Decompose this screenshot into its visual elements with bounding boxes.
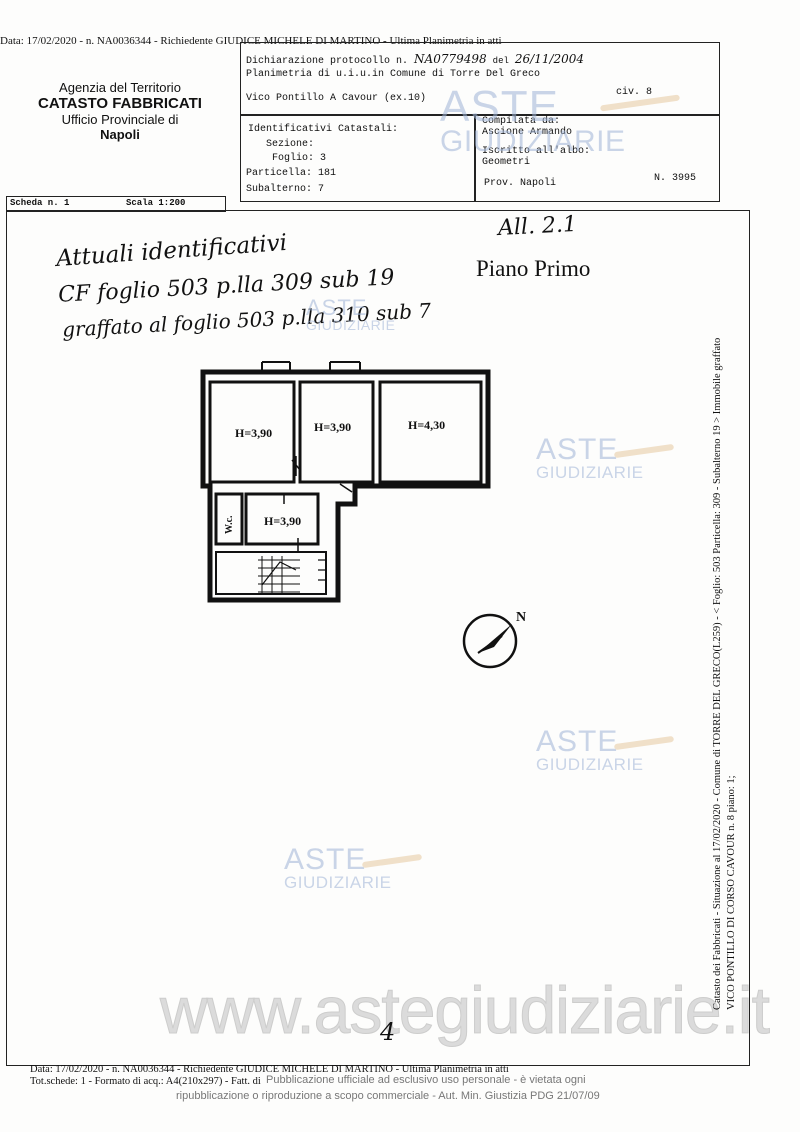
agency-block: Agenzia del Territorio CATASTO FABBRICAT… [30, 80, 210, 142]
n-label: N. [654, 173, 667, 184]
site-watermark: www.astegiudiziarie.it [160, 973, 771, 1048]
identifiers-box [240, 114, 476, 202]
watermark-giudiziarie: GIUDIZIARIE [536, 462, 644, 482]
watermark-aste: ASTE [536, 433, 619, 466]
watermark-giudiziarie: GIUDIZIARIE [536, 754, 644, 774]
aste-watermark: ASTE GIUDIZIARIE [440, 82, 681, 158]
subalterno-value: 7 [318, 184, 325, 195]
compass-north-label: N [516, 610, 527, 625]
address-line: Vico Pontillo A Cavour (ex.10) [246, 93, 427, 104]
albo-value: Geometri [482, 157, 531, 168]
watermark-aste: ASTE [306, 295, 368, 320]
plan-line: Planimetria di u.i.u.in Comune di Torre … [246, 69, 541, 80]
ufficio-city: Napoli [100, 127, 140, 142]
foglio-label: Foglio: [272, 153, 315, 164]
civic-number: civ. 8 [616, 87, 653, 98]
particella-value: 181 [318, 168, 337, 179]
drawing-frame [6, 210, 750, 1066]
protocol-line: Dichiarazione protocollo n. NA0779498 de… [246, 52, 584, 67]
protocol-label: Dichiarazione protocollo n. [246, 56, 409, 67]
room-2-walls [298, 380, 375, 484]
particella-label: Particella: [246, 168, 313, 179]
subalterno-row: Subalterno: 7 [246, 184, 324, 195]
protocol-number: NA0779498 [414, 52, 487, 66]
side-caption-1: Catasto dei Fabbricati - Situazione al 1… [712, 337, 723, 1010]
footer-line-1: Data: 17/02/2020 - n. NA0036344 - Richie… [30, 1064, 509, 1075]
sezione-row: Sezione: [266, 139, 314, 150]
aste-watermark: ASTE GIUDIZIARIE [306, 295, 396, 333]
watermark-aste: ASTE [440, 82, 559, 131]
page-number: 4 [380, 1018, 396, 1046]
watermark-aste: ASTE [536, 725, 619, 758]
compiler-name: Ascione Armando [482, 127, 573, 138]
watermark-giudiziarie: GIUDIZIARIE [284, 872, 392, 892]
watermark-giudiziarie: GIUDIZIARIE [306, 316, 396, 333]
notice-line-2: ripubblicazione o riproduzione a scopo c… [176, 1090, 600, 1102]
room-1-label: H=3,90 [235, 426, 273, 440]
header-request-line: Data: 17/02/2020 - n. NA0036344 - Richie… [0, 35, 502, 47]
iscritto-label: Iscritto all'albo: [482, 146, 591, 157]
room-2-label: H=3,90 [314, 420, 352, 434]
protocol-date: 26/11/2004 [514, 52, 585, 66]
floor-title: Piano Primo [476, 256, 591, 281]
room-3-label: H=4,30 [408, 418, 446, 432]
outer-wall [200, 369, 491, 603]
room-1-walls [208, 380, 296, 484]
side-caption-2: VICO PONTILLO DI CORSO CAVOUR n. 8 piano… [726, 775, 737, 1010]
compilata-label: Compilata da: [482, 116, 561, 127]
prov-label: Prov. Napoli [484, 178, 557, 189]
scheda-number: Scheda n. 1 [10, 198, 70, 208]
foglio-value: 3 [320, 153, 327, 164]
scheda-box [6, 196, 226, 212]
room-4-walls [244, 492, 320, 546]
room-4-label: H=3,90 [264, 514, 302, 528]
notice-line-1: Pubblicazione ufficiale ad esclusivo uso… [262, 1074, 586, 1086]
stair-area [215, 551, 327, 595]
del-label: del [492, 56, 509, 66]
compiler-block: Compilata da: Ascione Armando Iscritto a… [482, 116, 590, 168]
particella-row: Particella: 181 [246, 168, 336, 179]
foglio-row: Foglio: 3 [272, 153, 326, 164]
catasto-title: CATASTO FABBRICATI [38, 95, 202, 112]
declaration-box [240, 42, 720, 116]
aste-watermark: ASTE GIUDIZIARIE [284, 843, 423, 892]
compiler-box [474, 114, 720, 202]
scheda-scale: Scala 1:200 [126, 198, 186, 208]
identifiers-title: Identificativi Catastali: [248, 124, 399, 135]
room-3-walls [378, 380, 483, 484]
watermark-aste: ASTE [284, 843, 367, 876]
footer-line-2: Tot.schede: 1 - Formato di acq.: A4(210x… [30, 1076, 304, 1087]
registration-number: N. 3995 [654, 173, 696, 184]
compass-icon [462, 613, 518, 669]
watermark-giudiziarie: GIUDIZIARIE [440, 124, 626, 158]
sezione-label: Sezione: [266, 139, 315, 150]
wc-label: W.c. [224, 515, 235, 534]
ufficio-label: Ufficio Provinciale di [61, 112, 179, 127]
n-value: 3995 [672, 173, 697, 184]
wc-walls [214, 492, 244, 546]
aste-watermark: ASTE GIUDIZIARIE [536, 433, 675, 482]
aste-watermark: ASTE GIUDIZIARIE [536, 725, 675, 774]
agency-name: Agenzia del Territorio [59, 80, 181, 95]
subalterno-label: Subalterno: [246, 184, 313, 195]
